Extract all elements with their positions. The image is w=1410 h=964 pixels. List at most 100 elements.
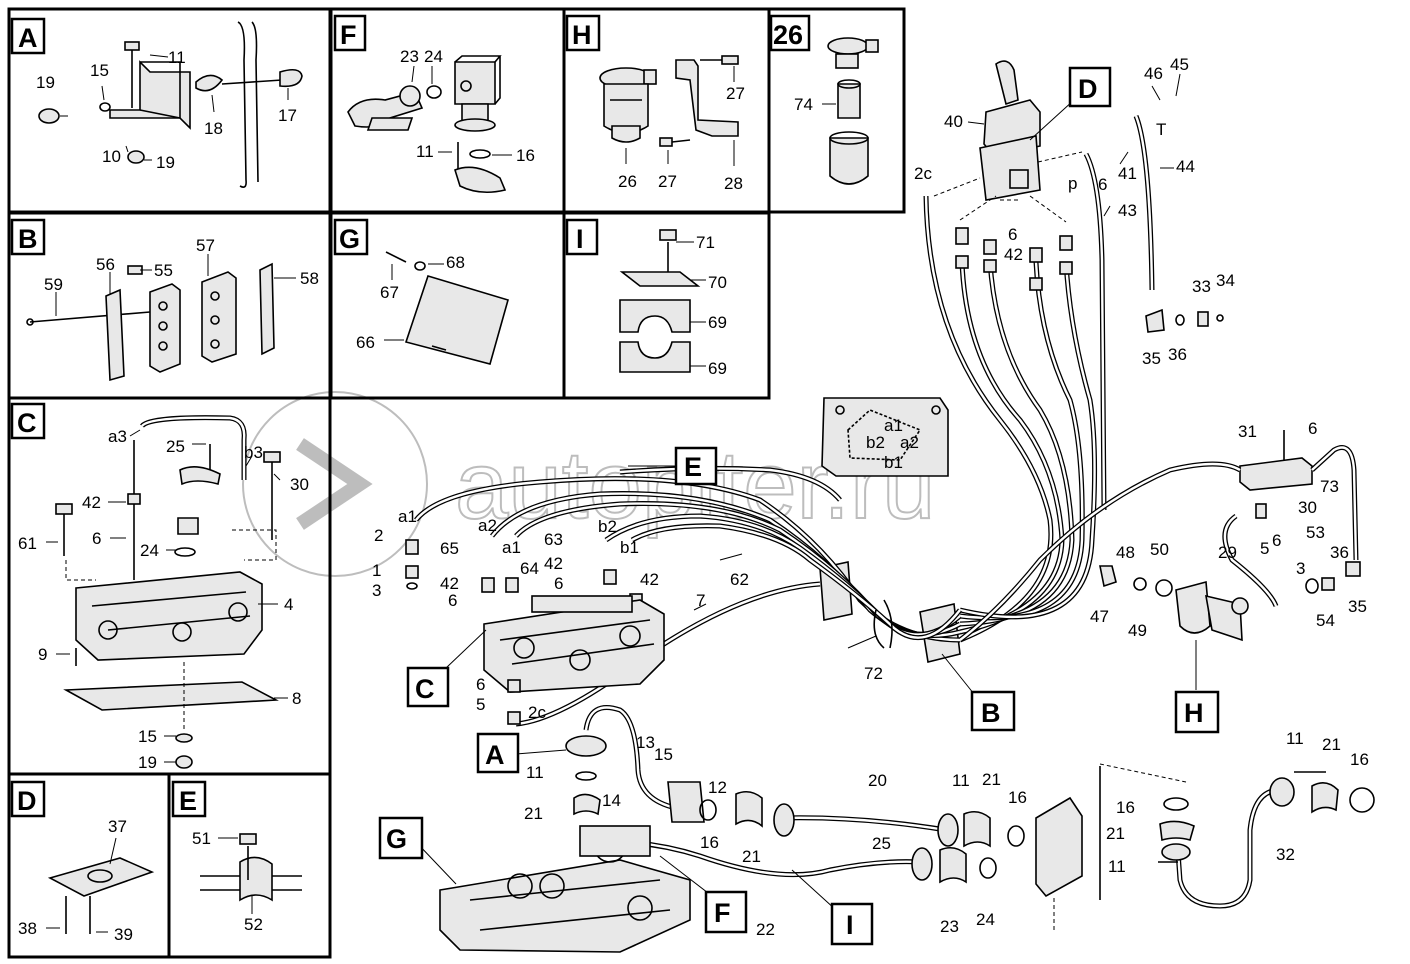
part-label: 13 <box>636 733 655 752</box>
panel-frames <box>7 7 906 959</box>
part-label: 2 <box>374 526 383 545</box>
part-label: 7 <box>696 591 705 610</box>
part-label: b1 <box>620 538 639 557</box>
callout-d: D <box>1029 66 1112 141</box>
part-label: 11 <box>168 48 186 67</box>
part-label: 27 <box>726 84 745 103</box>
callout-g: G <box>378 816 457 885</box>
part-label: 35 <box>1348 597 1367 616</box>
part-label: 43 <box>1118 201 1137 220</box>
part-label: 66 <box>356 333 375 352</box>
part-label: 15 <box>90 61 109 80</box>
part-label: 46 <box>1144 64 1163 83</box>
part-label: b2 <box>598 517 617 536</box>
part-label: 57 <box>196 236 215 255</box>
part-label: a3 <box>108 427 127 446</box>
part-label: 70 <box>708 273 727 292</box>
part-label: 59 <box>44 275 63 294</box>
part-label: 9 <box>38 645 47 664</box>
svg-text:26: 26 <box>773 20 803 50</box>
part-label: 50 <box>1150 540 1169 559</box>
part-label: 6 <box>554 574 563 593</box>
part-label: 42 <box>544 554 563 573</box>
part-label: p <box>1068 174 1077 193</box>
part-label: 27 <box>658 172 677 191</box>
part-label: 51 <box>192 829 211 848</box>
part-label: 1 <box>372 561 381 580</box>
part-label: 5 <box>1260 539 1269 558</box>
svg-text:D: D <box>17 786 37 816</box>
svg-text:G: G <box>386 824 407 854</box>
part-label: 41 <box>1118 164 1137 183</box>
part-label: 16 <box>1008 788 1027 807</box>
svg-text:H: H <box>572 20 592 50</box>
panel-letter-c: C <box>10 402 46 440</box>
part-label: a1 <box>884 416 903 435</box>
part-label: 71 <box>696 233 715 252</box>
part-label: 39 <box>114 925 133 944</box>
part-label: 52 <box>244 915 263 934</box>
part-label: 23 <box>940 917 959 936</box>
part-label: 69 <box>708 313 727 332</box>
part-label: 32 <box>1276 845 1295 864</box>
part-label: 2c <box>914 164 932 183</box>
svg-text:F: F <box>340 20 357 50</box>
part-label: 30 <box>290 475 309 494</box>
svg-text:B: B <box>18 224 38 254</box>
part-label: 36 <box>1168 345 1187 364</box>
part-label: b2 <box>866 433 885 452</box>
panel-d-parts <box>46 837 155 934</box>
part-label: 6 <box>1008 225 1017 244</box>
part-label: 42 <box>82 493 101 512</box>
part-label: 64 <box>520 559 539 578</box>
part-label: 25 <box>166 437 185 456</box>
panel-letter-a: A <box>10 17 46 55</box>
panel-letter-d: D <box>10 780 46 818</box>
panel-letter-f: F <box>333 14 367 52</box>
part-label: 54 <box>1316 611 1335 630</box>
part-label: 42 <box>440 574 459 593</box>
part-label: 4 <box>284 595 293 614</box>
part-label: a1 <box>398 507 417 526</box>
part-label: 68 <box>446 253 465 272</box>
part-label: 22 <box>756 920 775 939</box>
part-label: 42 <box>1004 245 1023 264</box>
part-label: 18 <box>204 119 223 138</box>
part-label: 11 <box>416 142 434 161</box>
part-label: 16 <box>1116 798 1135 817</box>
part-label: 49 <box>1128 621 1147 640</box>
panel-f-parts <box>347 55 512 194</box>
part-label: 11 <box>1108 857 1126 876</box>
part-label: 36 <box>1330 543 1349 562</box>
part-label: 47 <box>1090 607 1109 626</box>
callout-c: C <box>406 629 487 708</box>
part-label: 65 <box>440 539 459 558</box>
part-label: a1 <box>502 538 521 557</box>
svg-text:I: I <box>576 224 584 254</box>
part-label: 38 <box>18 919 37 938</box>
svg-text:F: F <box>714 898 731 928</box>
part-label: 21 <box>524 804 543 823</box>
part-label: 30 <box>1298 498 1317 517</box>
part-label: 6 <box>1308 419 1317 438</box>
panel-letter-e: E <box>171 780 207 818</box>
panel-letter-i: I <box>565 218 599 256</box>
callout-f: F <box>659 855 748 934</box>
part-label: 25 <box>872 834 891 853</box>
part-label: a2 <box>478 516 497 535</box>
part-label: 14 <box>602 791 621 810</box>
part-label: 6 <box>1098 175 1107 194</box>
part-label: 34 <box>1216 271 1235 290</box>
panel-i-parts <box>619 229 706 373</box>
callout-i: I <box>791 869 874 946</box>
part-label: 56 <box>96 255 115 274</box>
part-label: T <box>1156 120 1166 139</box>
svg-text:A: A <box>485 740 505 770</box>
part-label: 21 <box>1322 735 1341 754</box>
part-label: 33 <box>1192 277 1211 296</box>
part-label: 28 <box>724 174 743 193</box>
part-label: 11 <box>952 771 970 790</box>
part-label: 67 <box>380 283 399 302</box>
part-label: 62 <box>730 570 749 589</box>
